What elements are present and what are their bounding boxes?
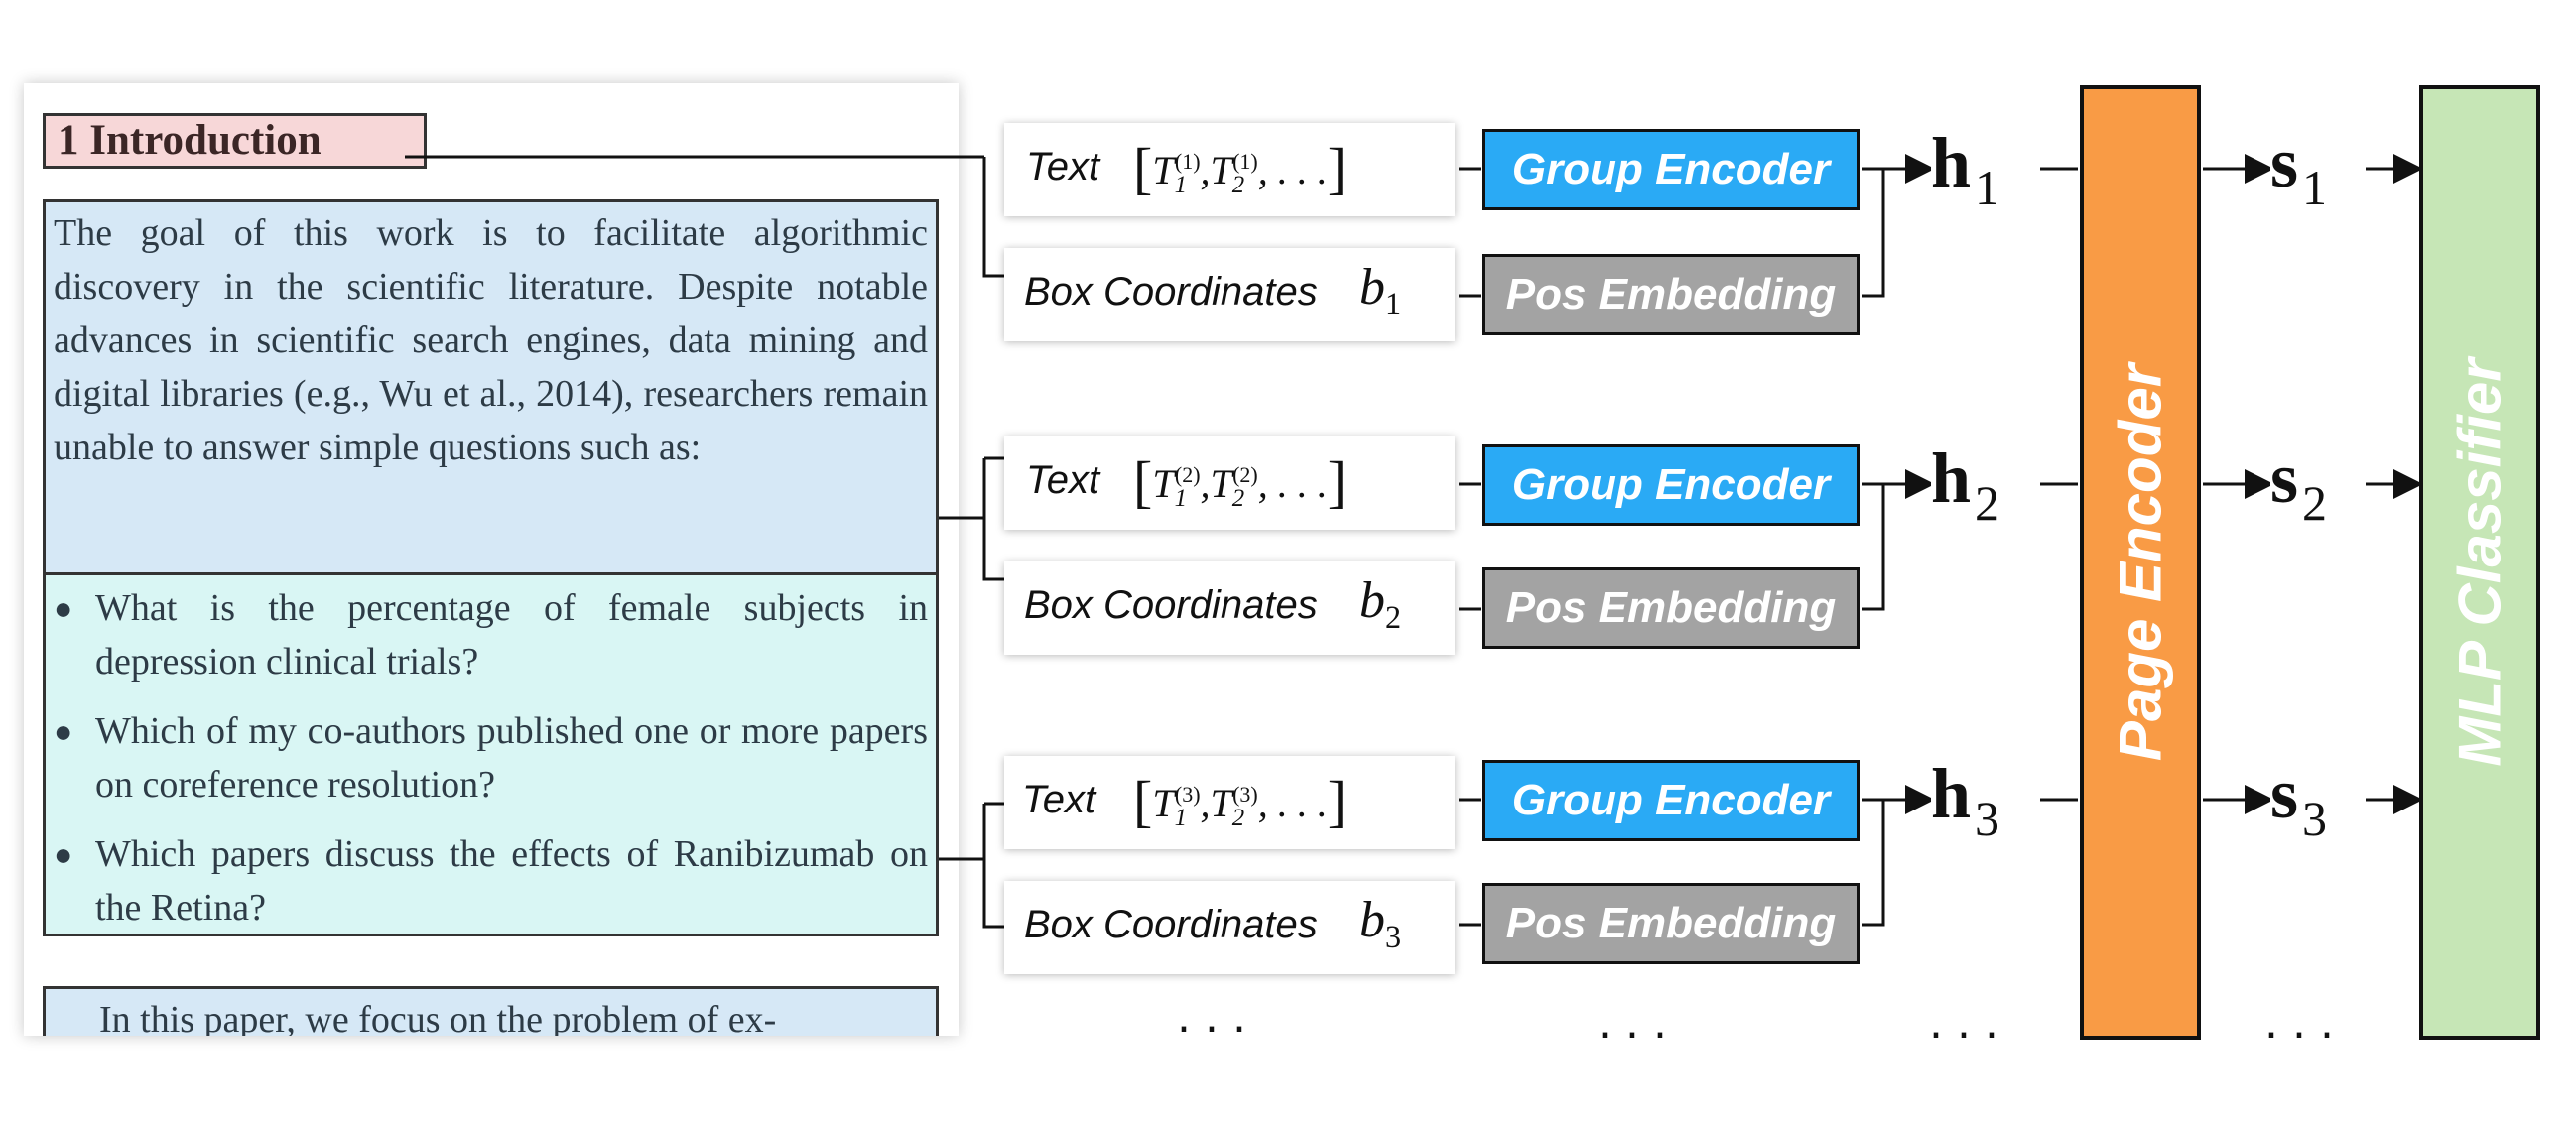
paragraph-block-1: The goal of this work is to facilitate a… xyxy=(43,199,939,616)
list-item: ● Which papers discuss the effects of Ran… xyxy=(46,827,936,934)
bullet-list-block: ● What is the percentage of female subjec… xyxy=(43,572,939,936)
list-item: ● Which of my co-authors published one or… xyxy=(46,704,936,811)
pos-embedding-2: Pos Embedding xyxy=(1482,567,1860,649)
hidden-vector-h3: h3 xyxy=(1931,754,2016,846)
token-sequence: [T1(3),T2(3), . . .] xyxy=(1133,769,1348,833)
mlp-classifier-label: MLP Classifier xyxy=(2446,358,2513,767)
box-coordinates-label: Box Coordinates xyxy=(1024,903,1318,946)
list-item-text: Which papers discuss the effects of Rani… xyxy=(95,833,928,929)
paragraph-block-2: In this paper, we focus on the problem o… xyxy=(43,986,939,1036)
ellipsis-hidden: ... xyxy=(1929,998,2012,1049)
section-title-block: 1 Introduction xyxy=(43,113,427,169)
token-sequence: [T1(2),T2(2), . . .] xyxy=(1133,449,1348,514)
bullet-icon: ● xyxy=(54,836,73,872)
mlp-classifier: MLP Classifier xyxy=(2419,85,2540,1040)
score-vector-s1: s1 xyxy=(2270,123,2360,215)
box-coordinates-box-2: Box Coordinates b2 xyxy=(1004,561,1455,655)
ellipsis-encoders: ... xyxy=(1598,998,1681,1049)
box-symbol: b1 xyxy=(1359,259,1402,322)
box-symbol: b3 xyxy=(1359,892,1402,955)
text-label: Text xyxy=(1026,145,1100,188)
connector-row2-text xyxy=(982,458,1004,581)
box-coordinates-label: Box Coordinates xyxy=(1024,583,1318,627)
group-encoder-3: Group Encoder xyxy=(1482,760,1860,841)
page-encoder: Page Encoder xyxy=(2080,85,2201,1040)
ellipsis-inputs: ... xyxy=(1177,992,1260,1043)
document-page-panel: 1 Introduction The goal of this work is … xyxy=(24,83,959,1036)
connector-row3-text xyxy=(982,804,1004,929)
pos-embedding-1: Pos Embedding xyxy=(1482,254,1860,335)
bullet-icon: ● xyxy=(54,590,73,626)
ellipsis-scores: ... xyxy=(2264,998,2348,1049)
pos-embedding-3: Pos Embedding xyxy=(1482,883,1860,964)
text-label: Text xyxy=(1026,458,1100,502)
list-item-text: What is the percentage of female subject… xyxy=(95,587,928,683)
score-vector-s3: s3 xyxy=(2270,754,2360,846)
hidden-vector-h1: h1 xyxy=(1931,123,2016,215)
connector-row1-box xyxy=(982,157,1004,278)
text-input-box-1: Text [T1(1),T2(1), . . .] xyxy=(1004,123,1455,216)
score-vector-s2: s2 xyxy=(2270,438,2360,531)
text-input-box-3: Text [T1(3),T2(3), . . .] xyxy=(1004,756,1455,849)
token-sequence: [T1(1),T2(1), . . .] xyxy=(1133,136,1348,200)
list-item-text: Which of my co-authors published one or … xyxy=(95,710,928,806)
box-coordinates-label: Box Coordinates xyxy=(1024,270,1318,313)
page-encoder-label: Page Encoder xyxy=(2107,363,2174,762)
text-input-box-2: Text [T1(2),T2(2), . . .] xyxy=(1004,436,1455,530)
box-coordinates-box-3: Box Coordinates b3 xyxy=(1004,881,1455,974)
group-encoder-2: Group Encoder xyxy=(1482,444,1860,526)
group-encoder-1: Group Encoder xyxy=(1482,129,1860,210)
box-coordinates-box-1: Box Coordinates b1 xyxy=(1004,248,1455,341)
bullet-icon: ● xyxy=(54,713,73,749)
text-label: Text xyxy=(1022,778,1096,821)
box-symbol: b2 xyxy=(1359,572,1402,636)
list-item: ● What is the percentage of female subjec… xyxy=(46,581,936,688)
hidden-vector-h2: h2 xyxy=(1931,438,2016,531)
